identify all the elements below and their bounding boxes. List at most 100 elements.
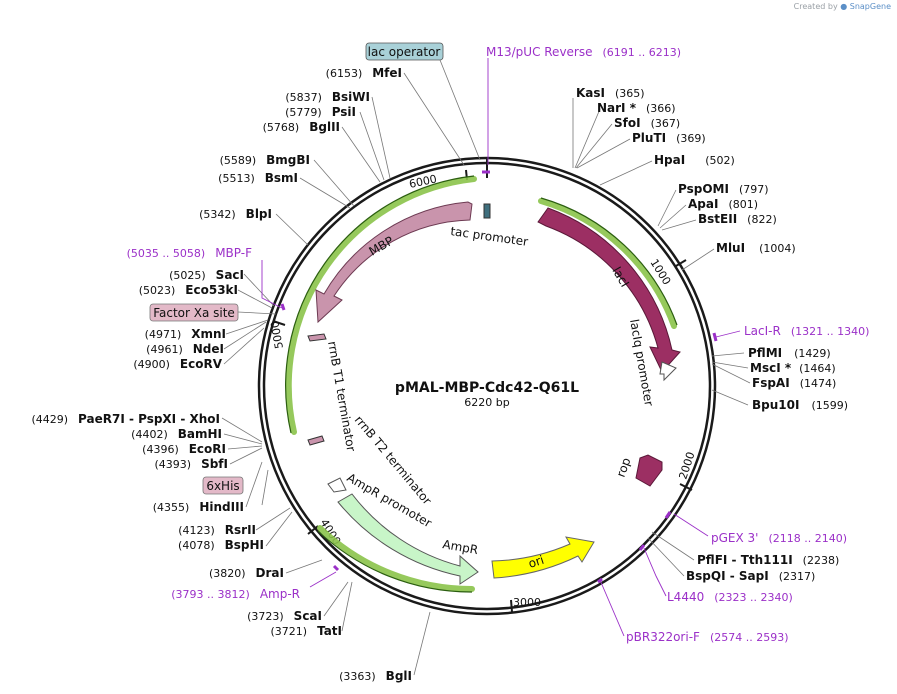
rrnb-t1-terminator[interactable] bbox=[307, 333, 327, 342]
enzyme-xmni[interactable]: (4971)XmnI bbox=[145, 327, 226, 341]
plasmid-name: pMAL-MBP-Cdc42-Q61L bbox=[395, 380, 579, 396]
factor-xa-site-label: Factor Xa site bbox=[153, 306, 235, 320]
enzyme-eco53ki[interactable]: (5023)Eco53kI bbox=[139, 283, 238, 297]
leader-line bbox=[323, 581, 349, 617]
enzyme-pflfi-tth111i[interactable]: PflFI - Tth111I(2238) bbox=[697, 553, 839, 567]
enzyme-sbfi[interactable]: (4393)SbfI bbox=[155, 457, 229, 471]
enzyme-msci[interactable]: MscI *(1464) bbox=[750, 361, 836, 375]
enzyme-bpu10i[interactable]: Bpu10I(1599) bbox=[752, 398, 848, 412]
ampr-highlight bbox=[317, 525, 475, 592]
leader-line bbox=[299, 177, 351, 209]
leader-line bbox=[599, 160, 653, 186]
leader-line bbox=[403, 72, 465, 166]
laci-highlight bbox=[538, 198, 677, 329]
rrnb-t2-terminator[interactable] bbox=[307, 435, 325, 446]
enzyme-paer7i-pspxi-xhoi[interactable]: (4429)PaeR7I - PspXI - XhoI bbox=[31, 412, 220, 426]
ampr-label: AmpR bbox=[441, 537, 479, 557]
enzyme-bmgbi[interactable]: (5589)BmgBI bbox=[220, 153, 310, 167]
ori-arrow[interactable] bbox=[491, 536, 595, 579]
leader-line bbox=[237, 289, 273, 309]
primer-leader bbox=[673, 513, 709, 537]
leader-line bbox=[237, 311, 277, 315]
leader-line bbox=[359, 111, 385, 181]
primer-marks bbox=[280, 170, 718, 584]
leader-line bbox=[313, 159, 355, 207]
enzyme-pluti[interactable]: PluTI(369) bbox=[632, 131, 706, 145]
leader-line bbox=[245, 461, 263, 508]
enzyme-nari[interactable]: NarI *(366) bbox=[597, 101, 676, 115]
enzyme-bsiwi[interactable]: (5837)BsiWI bbox=[285, 90, 370, 104]
enzyme-pflmi[interactable]: PflMI(1429) bbox=[748, 346, 831, 360]
enzyme-bglii[interactable]: (5768)BglII bbox=[263, 120, 340, 134]
enzyme-ndei[interactable]: (4961)NdeI bbox=[146, 342, 224, 356]
leader-line bbox=[657, 189, 677, 227]
enzyme-bsteii[interactable]: BstEII(822) bbox=[698, 212, 777, 226]
snapgene-credit: Created by ● SnapGene bbox=[794, 2, 891, 11]
rop-arrow[interactable] bbox=[635, 454, 663, 487]
laciq-promoter-label: lacIq promoter bbox=[627, 318, 656, 407]
enzyme-kasi[interactable]: KasI(365) bbox=[576, 86, 645, 100]
ampr-arrow[interactable] bbox=[337, 493, 479, 585]
leader-line bbox=[225, 319, 269, 335]
lac-operator-tag[interactable]: lac operator bbox=[365, 42, 444, 61]
primer-pbr322ori-f[interactable]: pBR322ori-F(2574 .. 2593) bbox=[626, 630, 789, 644]
leader-line bbox=[223, 433, 263, 445]
primer-m13-puc-reverse[interactable]: M13/pUC Reverse(6191 .. 6213) bbox=[486, 45, 681, 59]
primer-amp-r[interactable]: (3793 .. 3812)Amp-R bbox=[171, 587, 300, 601]
enzyme-drai[interactable]: (3820)DraI bbox=[209, 566, 284, 580]
tick-marks bbox=[272, 158, 693, 613]
enzyme-fspai[interactable]: FspAI(1474) bbox=[752, 376, 836, 390]
mbp-highlight bbox=[285, 176, 477, 435]
leader-line bbox=[681, 248, 715, 271]
6xhis-tag[interactable]: 6xHis bbox=[202, 476, 244, 495]
primer-laci-r[interactable]: LacI-R(1321 .. 1340) bbox=[744, 324, 869, 338]
enzyme-psii[interactable]: (5779)PsiI bbox=[285, 105, 356, 119]
enzyme-mfei[interactable]: (6153)MfeI bbox=[326, 66, 402, 80]
enzyme-tati[interactable]: (3721)TatI bbox=[270, 624, 342, 638]
ampr-promoter-arrow[interactable] bbox=[327, 477, 347, 493]
leader-line bbox=[341, 126, 381, 183]
primer-l4440[interactable]: L4440(2323 .. 2340) bbox=[667, 590, 793, 604]
enzyme-apai[interactable]: ApaI(801) bbox=[688, 197, 758, 211]
laciq-promoter-arrow[interactable] bbox=[659, 361, 677, 382]
factor-xa-site-tag[interactable]: Factor Xa site bbox=[149, 303, 239, 322]
laci-arrow[interactable] bbox=[537, 207, 681, 373]
credit-prefix: Created by bbox=[793, 2, 838, 11]
leader-line bbox=[711, 361, 749, 369]
primer-pgex-3[interactable]: pGEX 3'(2118 .. 2140) bbox=[711, 531, 847, 545]
enzyme-pspomi[interactable]: PspOMI(797) bbox=[678, 182, 769, 196]
primer-leader bbox=[261, 260, 283, 309]
enzyme-bsphi[interactable]: (4078)BspHI bbox=[178, 538, 264, 552]
leader-line bbox=[243, 273, 275, 307]
enzyme-ecori[interactable]: (4396)EcoRI bbox=[142, 442, 226, 456]
leader-line bbox=[371, 96, 391, 179]
enzyme-ecorv[interactable]: (4900)EcoRV bbox=[133, 357, 222, 371]
leader-line bbox=[711, 352, 745, 357]
enzyme-scai[interactable]: (3723)ScaI bbox=[247, 609, 322, 623]
primer-mbp-f[interactable]: (5035 .. 5058)MBP-F bbox=[127, 246, 252, 260]
leader-line bbox=[223, 321, 267, 350]
mbp-arrow[interactable] bbox=[315, 201, 473, 324]
mbp-highlight-edge bbox=[285, 175, 475, 434]
enzyme-mlui[interactable]: MluI(1004) bbox=[716, 241, 796, 255]
tick-mark bbox=[307, 525, 319, 535]
enzyme-hindiii[interactable]: (4355)HindIII bbox=[153, 500, 244, 514]
tac-promoter-arrow[interactable] bbox=[483, 203, 491, 219]
enzyme-sfoi[interactable]: SfoI(367) bbox=[614, 116, 680, 130]
enzyme-hpai[interactable]: HpaI(502) bbox=[654, 153, 735, 167]
tick-mark bbox=[510, 599, 513, 613]
enzyme-bamhi[interactable]: (4402)BamHI bbox=[131, 427, 222, 441]
leader-line bbox=[647, 537, 685, 577]
enzyme-bsmi[interactable]: (5513)BsmI bbox=[218, 171, 298, 185]
leader-line bbox=[229, 447, 263, 465]
enzyme-blpi[interactable]: (5342)BlpI bbox=[199, 207, 272, 221]
enzyme-bspqi-sapi[interactable]: BspQI - SapI(2317) bbox=[686, 569, 815, 583]
enzyme-bgli[interactable]: (3363)BglI bbox=[339, 669, 412, 683]
primer-mark bbox=[332, 564, 340, 572]
enzyme-rsrii[interactable]: (4123)RsrII bbox=[178, 523, 256, 537]
tick-mark bbox=[679, 483, 693, 491]
leader-line bbox=[285, 559, 323, 574]
enzyme-labels-left: (3363)BglI (3721)TatI (3723)ScaI (3820)D… bbox=[31, 66, 412, 683]
enzyme-saci[interactable]: (5025)SacI bbox=[169, 268, 244, 282]
